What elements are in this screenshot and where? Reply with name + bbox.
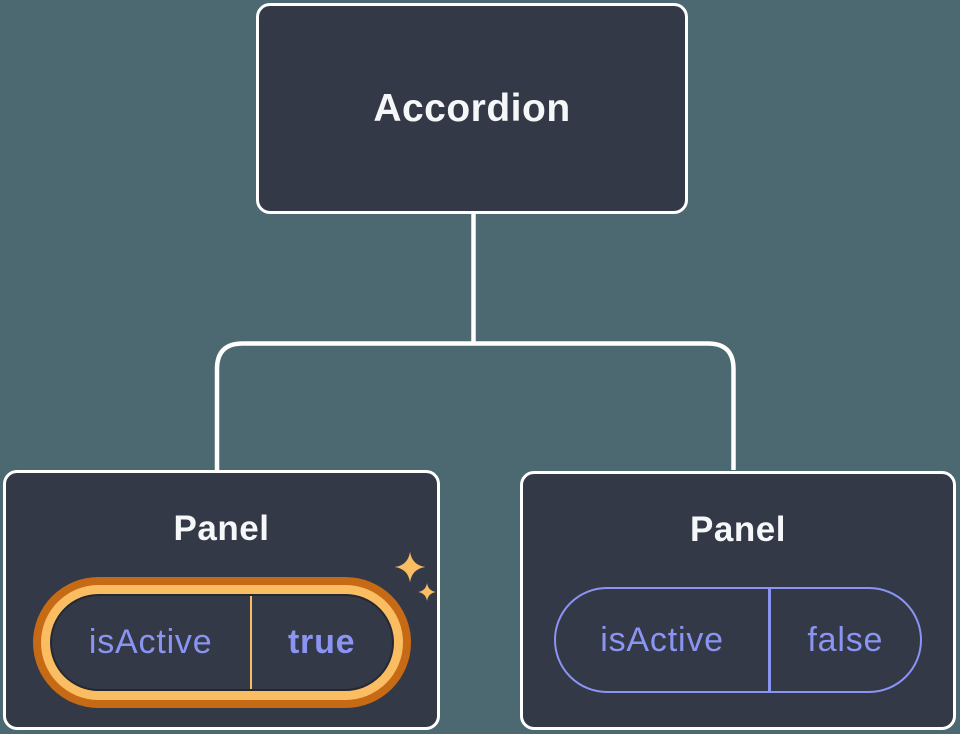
prop-value-label: true — [287, 623, 356, 661]
panel-node-inactive: Panel isActive false — [520, 471, 956, 730]
highlight-ring-inner: isActive true — [40, 585, 403, 700]
sparkle-icon — [395, 552, 436, 601]
panel-node-label: Panel — [173, 509, 270, 548]
prop-pill-active: isActive true — [49, 594, 394, 691]
highlight-ring-outer: isActive true — [32, 577, 411, 708]
prop-pill-inactive: isActive false — [554, 587, 922, 693]
prop-name-label: isActive — [600, 620, 724, 659]
prop-name-label: isActive — [88, 623, 213, 661]
panel-node-label: Panel — [690, 510, 786, 549]
panel-node-active: Panel isActive true — [3, 470, 440, 730]
accordion-node-label: Accordion — [373, 86, 571, 130]
pill-divider — [249, 596, 252, 689]
accordion-node: Accordion — [256, 3, 688, 214]
prop-value-label: false — [807, 620, 884, 659]
pill-divider — [768, 589, 771, 691]
connector-branch — [214, 341, 736, 470]
